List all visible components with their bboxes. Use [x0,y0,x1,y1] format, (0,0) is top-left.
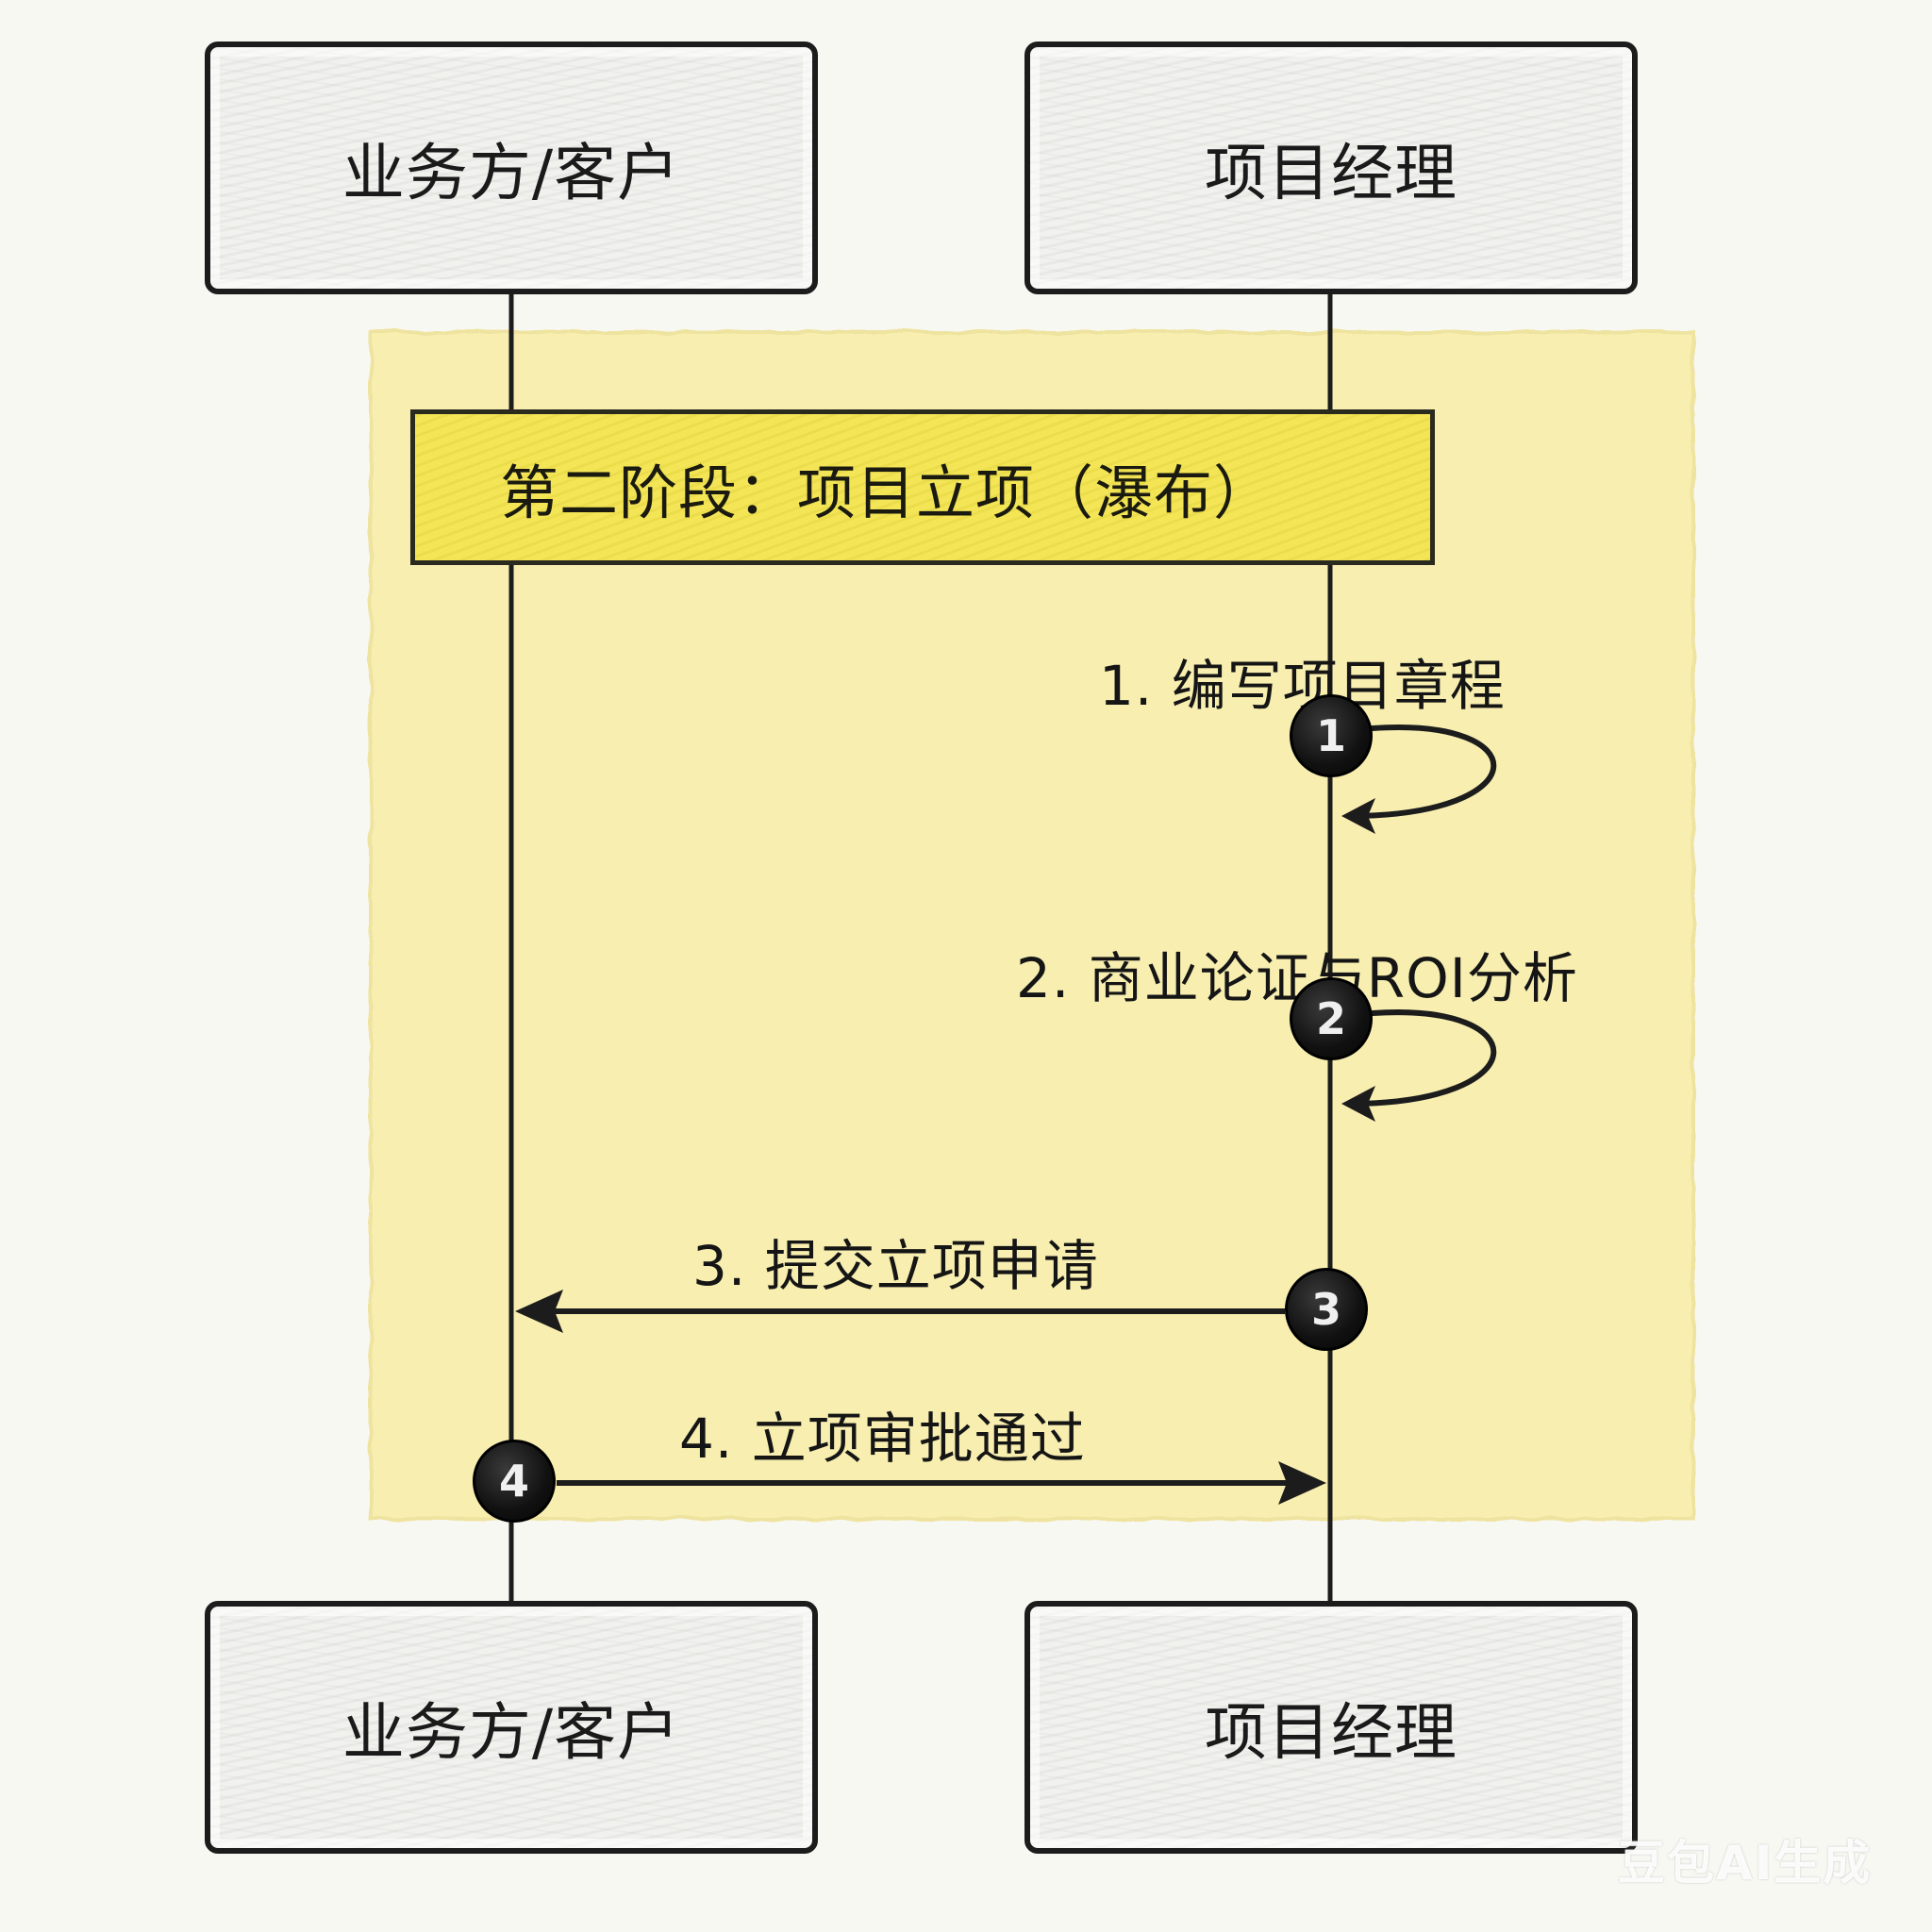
participant-box-client-bottom: 业务方/客户 [205,1601,818,1854]
step-badge-4: 4 [473,1440,556,1523]
step-label-3: 3. 提交立项申请 [692,1234,1099,1298]
participant-label-client-top: 业务方/客户 [341,137,681,209]
step-label-4: 4. 立项审批通过 [679,1407,1086,1471]
participant-box-pm-top: 项目经理 [1024,42,1638,294]
watermark: 豆包AI生成 [1618,1836,1873,1890]
participant-box-pm-bottom: 项目经理 [1024,1601,1638,1854]
participant-label-pm-top: 项目经理 [1205,137,1457,209]
arrowhead-3 [515,1290,563,1333]
self-loop-arrow-2 [1346,1009,1497,1107]
arrowhead-2 [1341,1086,1375,1122]
phase-banner: 第二阶段：项目立项（瀑布） [410,409,1435,565]
step-badge-3: 3 [1285,1268,1368,1351]
arrowhead-4 [1278,1461,1326,1505]
participant-box-client-top: 业务方/客户 [205,42,818,294]
participant-label-client-bottom: 业务方/客户 [341,1696,681,1769]
step-badge-1: 1 [1290,694,1373,777]
step-badge-2: 2 [1290,977,1373,1060]
participant-label-pm-bottom: 项目经理 [1205,1696,1457,1769]
phase-title: 第二阶段：项目立项（瀑布） [500,458,1274,527]
self-loop-arrow-1 [1346,724,1497,819]
arrowhead-1 [1341,798,1375,834]
